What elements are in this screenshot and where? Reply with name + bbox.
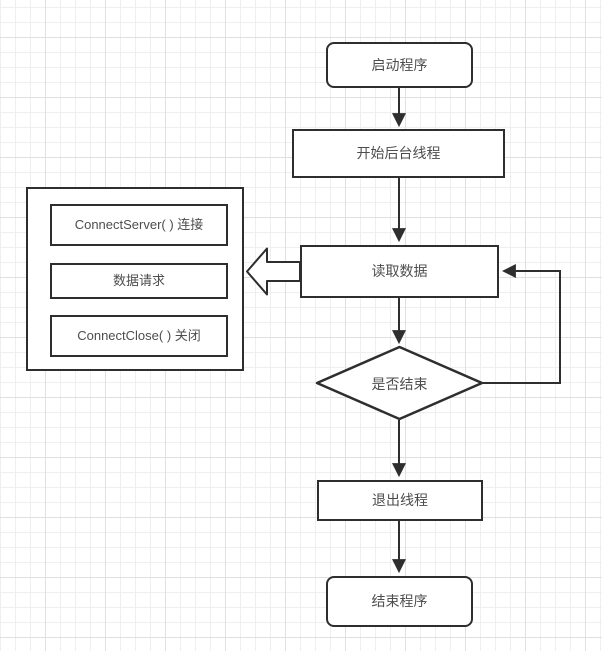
node-start: 启动程序 <box>326 42 473 88</box>
node-data-request: 数据请求 <box>50 263 228 299</box>
node-exit-thread: 退出线程 <box>317 480 483 521</box>
node-end: 结束程序 <box>326 576 473 627</box>
node-exit-thread-label: 退出线程 <box>372 492 428 509</box>
block-arrow-left-icon <box>246 247 301 296</box>
node-bg-thread-label: 开始后台线程 <box>356 145 441 162</box>
node-connect-server: ConnectServer( ) 连接 <box>50 204 228 246</box>
decision-diamond-shape <box>315 345 484 421</box>
edge-loop-decision-to-readdata <box>483 264 561 384</box>
node-decision-label: 是否结束 <box>371 376 428 392</box>
node-connect-close: ConnectClose( ) 关闭 <box>50 315 228 357</box>
node-bg-thread: 开始后台线程 <box>292 129 505 178</box>
node-read-data-label: 读取数据 <box>371 263 428 280</box>
node-end-label: 结束程序 <box>371 593 428 610</box>
node-connect-close-label: ConnectClose( ) 关闭 <box>77 328 201 344</box>
node-data-request-label: 数据请求 <box>112 273 165 289</box>
node-start-label: 启动程序 <box>371 56 428 73</box>
node-read-data: 读取数据 <box>300 245 499 298</box>
node-connect-server-label: ConnectServer( ) 连接 <box>74 217 204 233</box>
